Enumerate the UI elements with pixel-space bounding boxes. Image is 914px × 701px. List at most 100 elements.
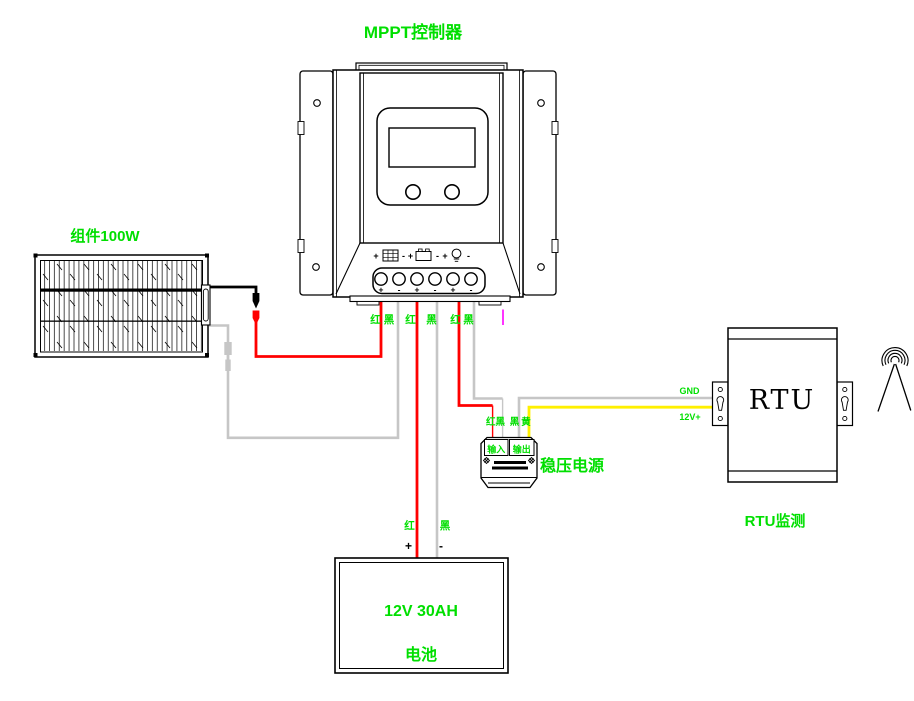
mount-hole: [537, 99, 545, 107]
lamp-icon: [451, 248, 462, 262]
terminal-1: [374, 272, 388, 286]
panel-busbar-thick: [41, 288, 202, 292]
mppt-controller: + - + - + -: [297, 62, 559, 306]
ear-notch: [551, 239, 559, 253]
terminal-4: [428, 272, 442, 286]
controller-foot: [356, 301, 380, 306]
wire-label: 红: [450, 313, 461, 326]
rtu-section: GND 12V+ RTU RTU监测: [679, 327, 912, 530]
antenna-icon: [877, 346, 912, 412]
ear-hole: [717, 386, 723, 393]
rtu-right-ear: [836, 381, 854, 427]
wire-pv-negative-gray: [226, 302, 400, 440]
mount-hole: [312, 263, 320, 271]
wire-label: 黑: [463, 314, 474, 326]
battery-minus-sign: -: [436, 251, 439, 261]
wire-load-negative-gray: [472, 302, 503, 400]
load-minus-sign: -: [467, 251, 470, 261]
screw-icon: [482, 456, 491, 465]
diagram-title: MPPT控制器: [364, 22, 463, 42]
psu-input-label: 输入: [487, 444, 505, 455]
solar-array-icon: [382, 249, 399, 262]
terminal-sign: +: [451, 285, 456, 295]
pv-male-connector-icon: [252, 293, 260, 309]
battery-plus-sign: +: [408, 251, 413, 261]
pv-junction-box: [200, 284, 211, 326]
panel-busbar-thin: [41, 320, 202, 322]
ear-hole: [717, 415, 723, 422]
psu-gnd-wire-label: 黑: [510, 417, 520, 428]
rtu-flange-lines: [728, 338, 837, 472]
controller-face-edge-lines: [363, 73, 500, 243]
mount-hole: [537, 263, 545, 271]
terminal-sign: +: [379, 285, 384, 295]
ear-notch: [551, 121, 559, 135]
battery-name: 电池: [405, 645, 437, 664]
lcd-screen: [388, 127, 476, 168]
terminal-3: [410, 272, 424, 286]
wire-gnd-gray: [517, 396, 713, 441]
psu-12v-wire-label: 黄: [521, 416, 531, 428]
battery-minus-mark: -: [439, 539, 443, 553]
terminal-polarity-signs: + - + - + -: [379, 285, 473, 295]
load-plus-sign: +: [442, 251, 447, 261]
psu-vent-bar: [492, 466, 528, 470]
battery-section: 红 黑 + - 12V 30AH 电池: [334, 519, 509, 674]
wire-label: 红: [370, 313, 381, 326]
panel-corner-marks: [33, 253, 209, 357]
psu-vent-bar: [494, 461, 526, 464]
terminal-sign: -: [434, 285, 437, 295]
screw-icon: [527, 456, 536, 465]
ear-hole: [842, 386, 848, 393]
wire-pv-positive-red: [254, 302, 383, 358]
rtu-gnd-label: GND: [680, 386, 701, 396]
terminal-5: [446, 272, 460, 286]
battery-icon: [415, 248, 432, 261]
ear-notch: [297, 121, 305, 135]
controller-button-right: [443, 184, 460, 201]
battery-box-inner: [339, 562, 504, 669]
rtu-caption: RTU监测: [745, 512, 806, 530]
controller-wire-labels: 红 黑 红 黑 红 黑: [370, 313, 474, 326]
rtu-name: RTU: [749, 385, 816, 416]
psu-input-cell: [484, 439, 509, 456]
battery-spec: 12V 30AH: [384, 603, 458, 620]
controller-foot: [478, 301, 502, 306]
terminal-2: [392, 272, 406, 286]
wire-pv-positive-black: [209, 285, 258, 293]
battery-box: [334, 557, 509, 674]
controller-body-edge-lines: [336, 70, 520, 297]
wire-12v-yellow: [527, 405, 713, 441]
ear-notch: [297, 239, 305, 253]
controller-bezel-slopes: [335, 242, 521, 295]
battery-wire-label-red: 红: [404, 519, 415, 532]
psu-output-label: 输出: [513, 444, 531, 455]
terminal-icon-row: + - + - + -: [373, 248, 470, 262]
psu-input-wire-label: 红黑: [486, 416, 506, 428]
wires: [209, 285, 713, 560]
terminal-sign: -: [398, 285, 401, 295]
wire-label: 黑: [384, 314, 395, 326]
terminal-sign: -: [470, 285, 473, 295]
psu-output-cell: [509, 439, 535, 456]
keyhole-mount-icon: [840, 396, 849, 411]
psu-label: 稳压电源: [540, 456, 604, 475]
psu-section: 红黑 黑 黄 输入 输出 稳压电源: [480, 416, 604, 489]
solar-panel-label: 组件100W: [70, 227, 140, 245]
battery-wire-label-black: 黑: [440, 520, 451, 532]
solar-panel: 组件100W: [33, 227, 211, 358]
pv-female-connector-icon: [252, 310, 260, 323]
solar-cell-marks: [41, 261, 202, 351]
wire-label: 黑: [426, 314, 437, 326]
rtu-left-ear: [711, 381, 729, 427]
mount-hole: [313, 99, 321, 107]
terminals: [374, 272, 478, 286]
wire-load-positive-red: [457, 302, 493, 407]
rtu-12v-label: 12V+: [679, 412, 700, 422]
battery-plus-mark: +: [405, 539, 412, 553]
pv-junction-slot: [202, 288, 209, 322]
terminal-sign: +: [415, 285, 420, 295]
controller-right-ear: [522, 70, 559, 296]
